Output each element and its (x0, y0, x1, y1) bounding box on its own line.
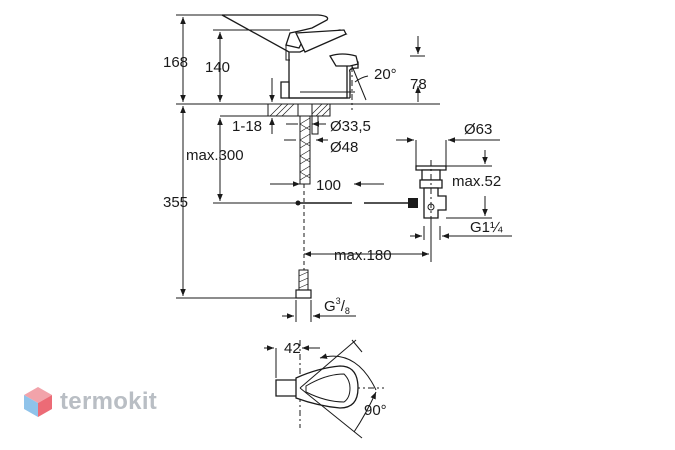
cube-logo-icon (24, 387, 52, 417)
label-hole-diameter: Ø48 (330, 139, 358, 156)
label-78: 78 (410, 76, 427, 93)
label-168: 168 (163, 54, 188, 71)
spout (295, 29, 347, 53)
deck (267, 103, 331, 117)
watermark: termokit (22, 385, 157, 419)
label-140: 140 (205, 59, 230, 76)
label-drain-thread: G1¼ (470, 219, 503, 236)
label-rod-length: max.180 (334, 247, 392, 264)
dimension-lines (176, 14, 512, 322)
plan-body (295, 365, 359, 409)
dimension-labels: 168 140 20° 78 1-18 Ø33,5 Ø48 max.300 Ø6… (163, 54, 503, 419)
popup-rod (295, 198, 418, 208)
label-plan-width: 42 (284, 340, 301, 357)
label-rotation-angle: 90° (364, 402, 387, 419)
label-offset: 100 (316, 177, 341, 194)
faucet-elevation (221, 14, 369, 110)
spout-outlet (329, 53, 359, 67)
label-base-diameter: Ø33,5 (330, 118, 371, 135)
label-hose-length: max.300 (186, 147, 244, 164)
faucet-base (280, 81, 290, 99)
watermark-text: termokit (60, 388, 158, 415)
label-355: 355 (163, 194, 188, 211)
label-hose-thread: G3/8 (324, 296, 350, 316)
faucet-plan-view (264, 339, 384, 439)
label-deck-thickness: 1-18 (232, 118, 262, 135)
label-drain-height: max.52 (452, 173, 501, 190)
label-angle-20: 20° (374, 66, 397, 83)
drain-waste (415, 160, 447, 262)
label-drain-diameter: Ø63 (464, 121, 492, 138)
supply-hoses (295, 115, 319, 299)
